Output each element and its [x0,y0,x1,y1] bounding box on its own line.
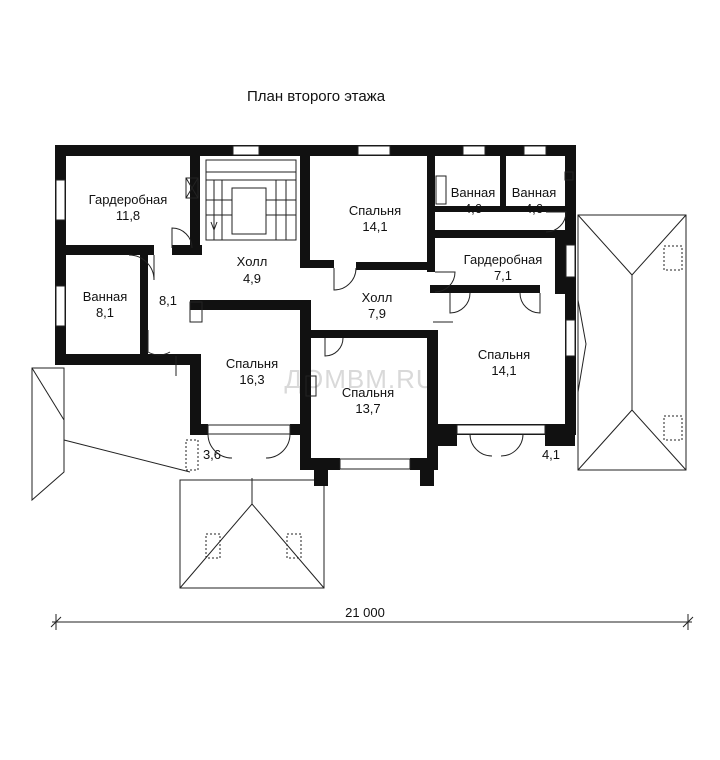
room-area: 16,3 [239,372,264,387]
dimension-label: 21 000 [345,605,385,620]
room-name: Спальня [349,203,401,218]
room-labels: Гардеробная 11,8 Ванная 8,1 8,1 Холл 4,9… [83,185,560,462]
windows [55,145,576,470]
plan-title: План второго этажа [247,88,386,105]
dimension-line: 21 000 [50,605,694,630]
room-name: Ванная [451,185,496,200]
room-name: Гардеробная [89,192,168,207]
room-area: 3,6 [203,447,221,462]
room-area: 4,6 [464,201,482,216]
room-name: Спальня [478,347,530,362]
room-area: 7,9 [368,306,386,321]
room-area: 7,1 [494,268,512,283]
room-area: 4,6 [525,201,543,216]
room-area: 4,9 [243,271,261,286]
room-area: 13,7 [355,401,380,416]
room-name: Спальня [226,356,278,371]
room-name: Холл [362,290,393,305]
room-area: 8,1 [159,293,177,308]
room-area: 4,1 [542,447,560,462]
staircase [205,159,297,241]
room-name: Ванная [83,289,128,304]
room-area: 14,1 [362,219,387,234]
roof-lines [31,214,687,589]
room-area: 14,1 [491,363,516,378]
room-area: 11,8 [116,208,140,223]
room-name: Спальня [342,385,394,400]
room-name: Холл [237,254,268,269]
room-name: Гардеробная [464,252,543,267]
room-area: 8,1 [96,305,114,320]
fixtures [185,171,574,471]
doors [128,211,567,459]
room-name: Ванная [512,185,557,200]
